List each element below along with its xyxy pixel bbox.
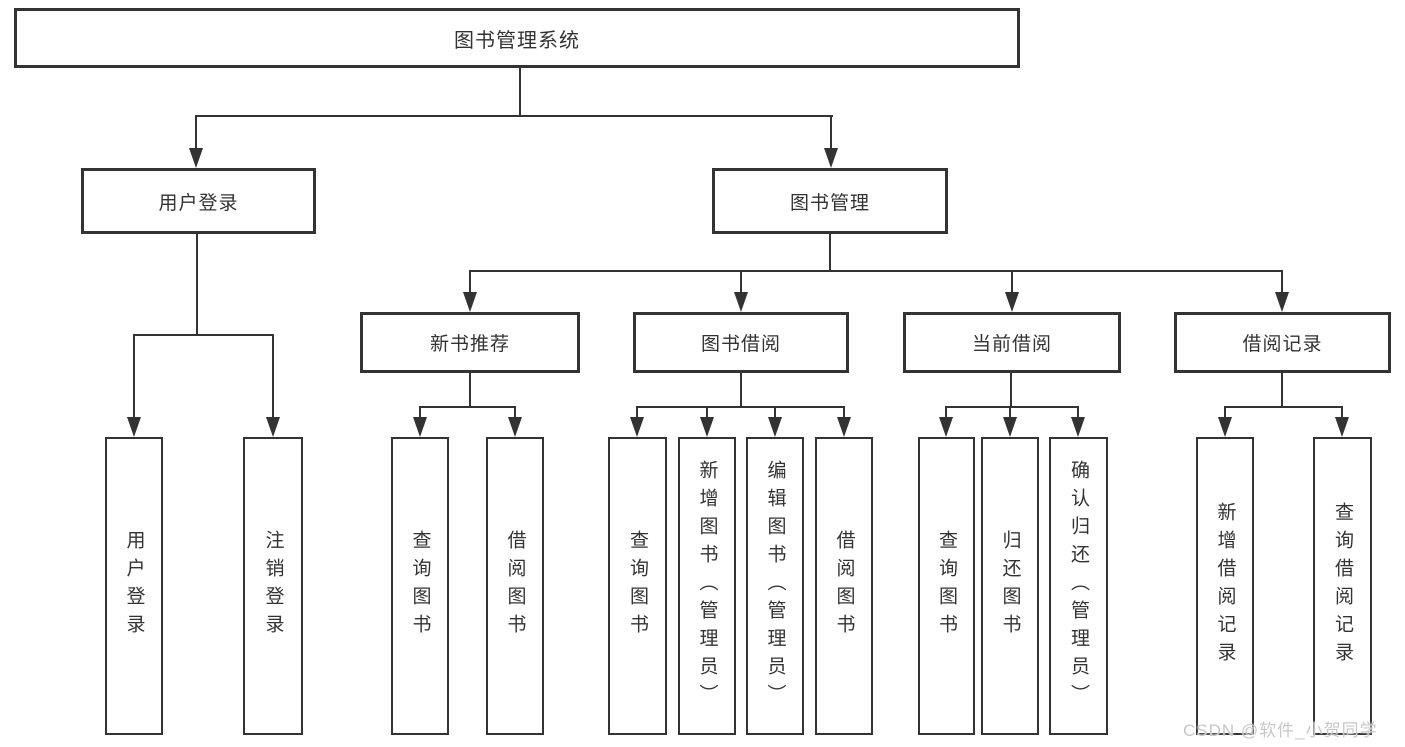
leaf-borrow-books: 借阅图书 [815,437,873,735]
leaf-user-login: 用户登录 [105,437,163,735]
connector-stem [706,406,708,418]
arrowhead-down-icon [1005,292,1019,312]
leaf-logout: 注销登录 [243,437,303,735]
connector-stem [1009,406,1011,418]
connector-stem [272,334,274,418]
arrowhead-down-icon [630,417,644,437]
arrowhead-down-icon [939,417,953,437]
node-new-book-recommendation: 新书推荐 [360,312,580,373]
leaf-query-borrow-record: 查询借阅记录 [1313,437,1372,735]
connector-rail [945,406,1079,408]
arrowhead-down-icon [189,148,203,168]
connector-stem [774,406,776,418]
leaf-query-books: 查询图书 [918,437,975,735]
arrowhead-down-icon [1003,417,1017,437]
connector-stem [1224,406,1226,418]
leaf-edit-books-admin: 编辑图书（管理员） [746,437,804,735]
node-user-login: 用户登录 [81,168,316,234]
leaf-add-borrow-record: 新增借阅记录 [1196,437,1254,735]
arrowhead-down-icon [1218,417,1232,437]
connector-stem [1281,270,1283,294]
connector-stem-user-login [195,115,197,150]
arrowhead-down-icon [413,417,427,437]
connector-stem [1341,406,1343,418]
arrowhead-down-icon [266,417,280,437]
leaf-add-books-admin: 新增图书（管理员） [678,437,736,735]
connector-stem [419,406,421,418]
connector-rail [419,406,516,408]
connector-stem [1010,373,1012,407]
leaf-return-books: 归还图书 [981,437,1039,735]
arrowhead-down-icon [734,292,748,312]
connector-stem [1011,270,1013,294]
leaf-confirm-return-admin: 确认归还（管理员） [1049,437,1108,735]
connector-stem [1281,373,1283,407]
connector-stem [945,406,947,418]
connector-stem [740,270,742,294]
arrowhead-down-icon [837,417,851,437]
connector-stem [740,373,742,407]
leaf-borrow-books: 借阅图书 [486,437,544,735]
arrowhead-down-icon [768,417,782,437]
connector-stem [514,406,516,418]
node-book-borrowing: 图书借阅 [633,312,849,373]
arrowhead-down-icon [1071,417,1085,437]
connector-stem-book-management [830,115,832,150]
leaf-query-books: 查询图书 [391,437,449,735]
connector-book-management-stem [829,234,831,272]
connector-stem [469,270,471,294]
arrowhead-down-icon [127,417,141,437]
node-current-borrowing: 当前借阅 [903,312,1121,373]
node-borrowing-records: 借阅记录 [1174,312,1391,373]
watermark: CSDN @软件_小贺同学 [1183,721,1378,740]
connector-user-login-rail [133,334,274,336]
arrowhead-down-icon [824,148,838,168]
arrowhead-down-icon [1275,292,1289,312]
connector-stem [1077,406,1079,418]
connector-root-stem [519,68,521,117]
arrowhead-down-icon [508,417,522,437]
connector-user-login-stem [196,234,198,335]
arrowhead-down-icon [1335,417,1349,437]
connector-stem [469,373,471,407]
node-book-management: 图书管理 [712,168,948,234]
connector-rail [1224,406,1343,408]
node-library-management-system: 图书管理系统 [14,8,1020,68]
arrowhead-down-icon [463,292,477,312]
leaf-query-books: 查询图书 [608,437,667,735]
connector-root-rail [196,115,833,117]
connector-rail [636,406,844,408]
connector-stem [636,406,638,418]
arrowhead-down-icon [700,417,714,437]
connector-stem [843,406,845,418]
connector-stem [133,334,135,418]
connector-book-management-rail [469,270,1283,272]
